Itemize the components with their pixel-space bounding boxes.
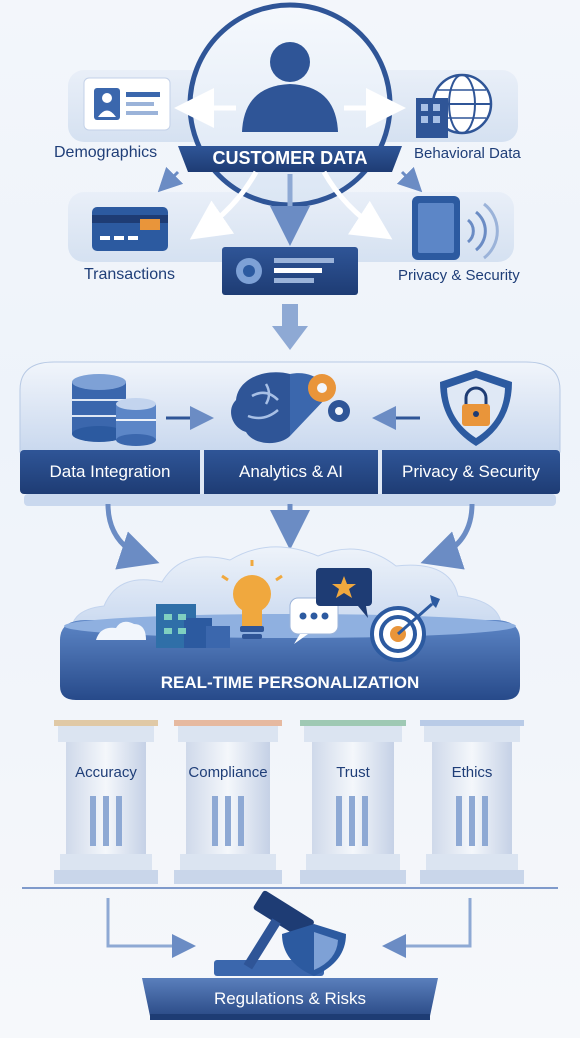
id-card-icon: [83, 77, 171, 131]
pillar-compliance: [174, 720, 282, 884]
data-integration-label: Data Integration: [49, 462, 171, 481]
data-panel-icon: [222, 247, 358, 295]
foundation-base: [142, 978, 438, 1020]
behavioral-data-label: Behavioral Data: [414, 145, 521, 162]
demographics-label: Demographics: [54, 144, 158, 161]
tablet-wireless-icon: [412, 196, 499, 260]
star-bubble-icon: [316, 568, 372, 618]
privacy-security-engine-label: Privacy & Security: [402, 462, 540, 481]
personalization-title: REAL-TIME PERSONALIZATION: [160, 673, 420, 692]
customer-data-hub: [178, 2, 402, 208]
foundation-arrows: [106, 898, 472, 958]
engine-to-cloud-arrows: [105, 503, 475, 570]
pillar-label-accuracy: Accuracy: [75, 764, 137, 781]
pillar-label-ethics: Ethics: [451, 764, 493, 781]
gavel-icon: [214, 890, 346, 976]
privacy-security-source-label: Privacy & Security: [398, 267, 520, 284]
credit-card-icon: [92, 207, 168, 251]
pillar-trust: [300, 720, 406, 884]
brain-gear-icon: [231, 372, 350, 444]
target-icon: [370, 595, 440, 662]
down-arrow-1: [272, 304, 308, 350]
shield-lock-icon: [440, 370, 512, 446]
pillar-accuracy: [54, 720, 158, 884]
pillar-label-compliance: Compliance: [188, 764, 268, 781]
hub-flow-arrows: [157, 88, 423, 246]
pillar-ethics: [420, 720, 524, 884]
transactions-label: Transactions: [84, 266, 175, 283]
customer-data-title: CUSTOMER DATA: [212, 148, 368, 168]
analytics-ai-label: Analytics & AI: [239, 462, 343, 481]
city-icon: [156, 604, 230, 648]
chat-icon: [289, 597, 339, 644]
lightbulb-icon: [221, 560, 283, 639]
building-globe-icon: [416, 73, 493, 138]
pillar-label-trust: Trust: [336, 764, 370, 781]
database-icon: [72, 374, 156, 446]
pillars: [22, 720, 558, 889]
foundation-title: Regulations & Risks: [213, 989, 367, 1008]
